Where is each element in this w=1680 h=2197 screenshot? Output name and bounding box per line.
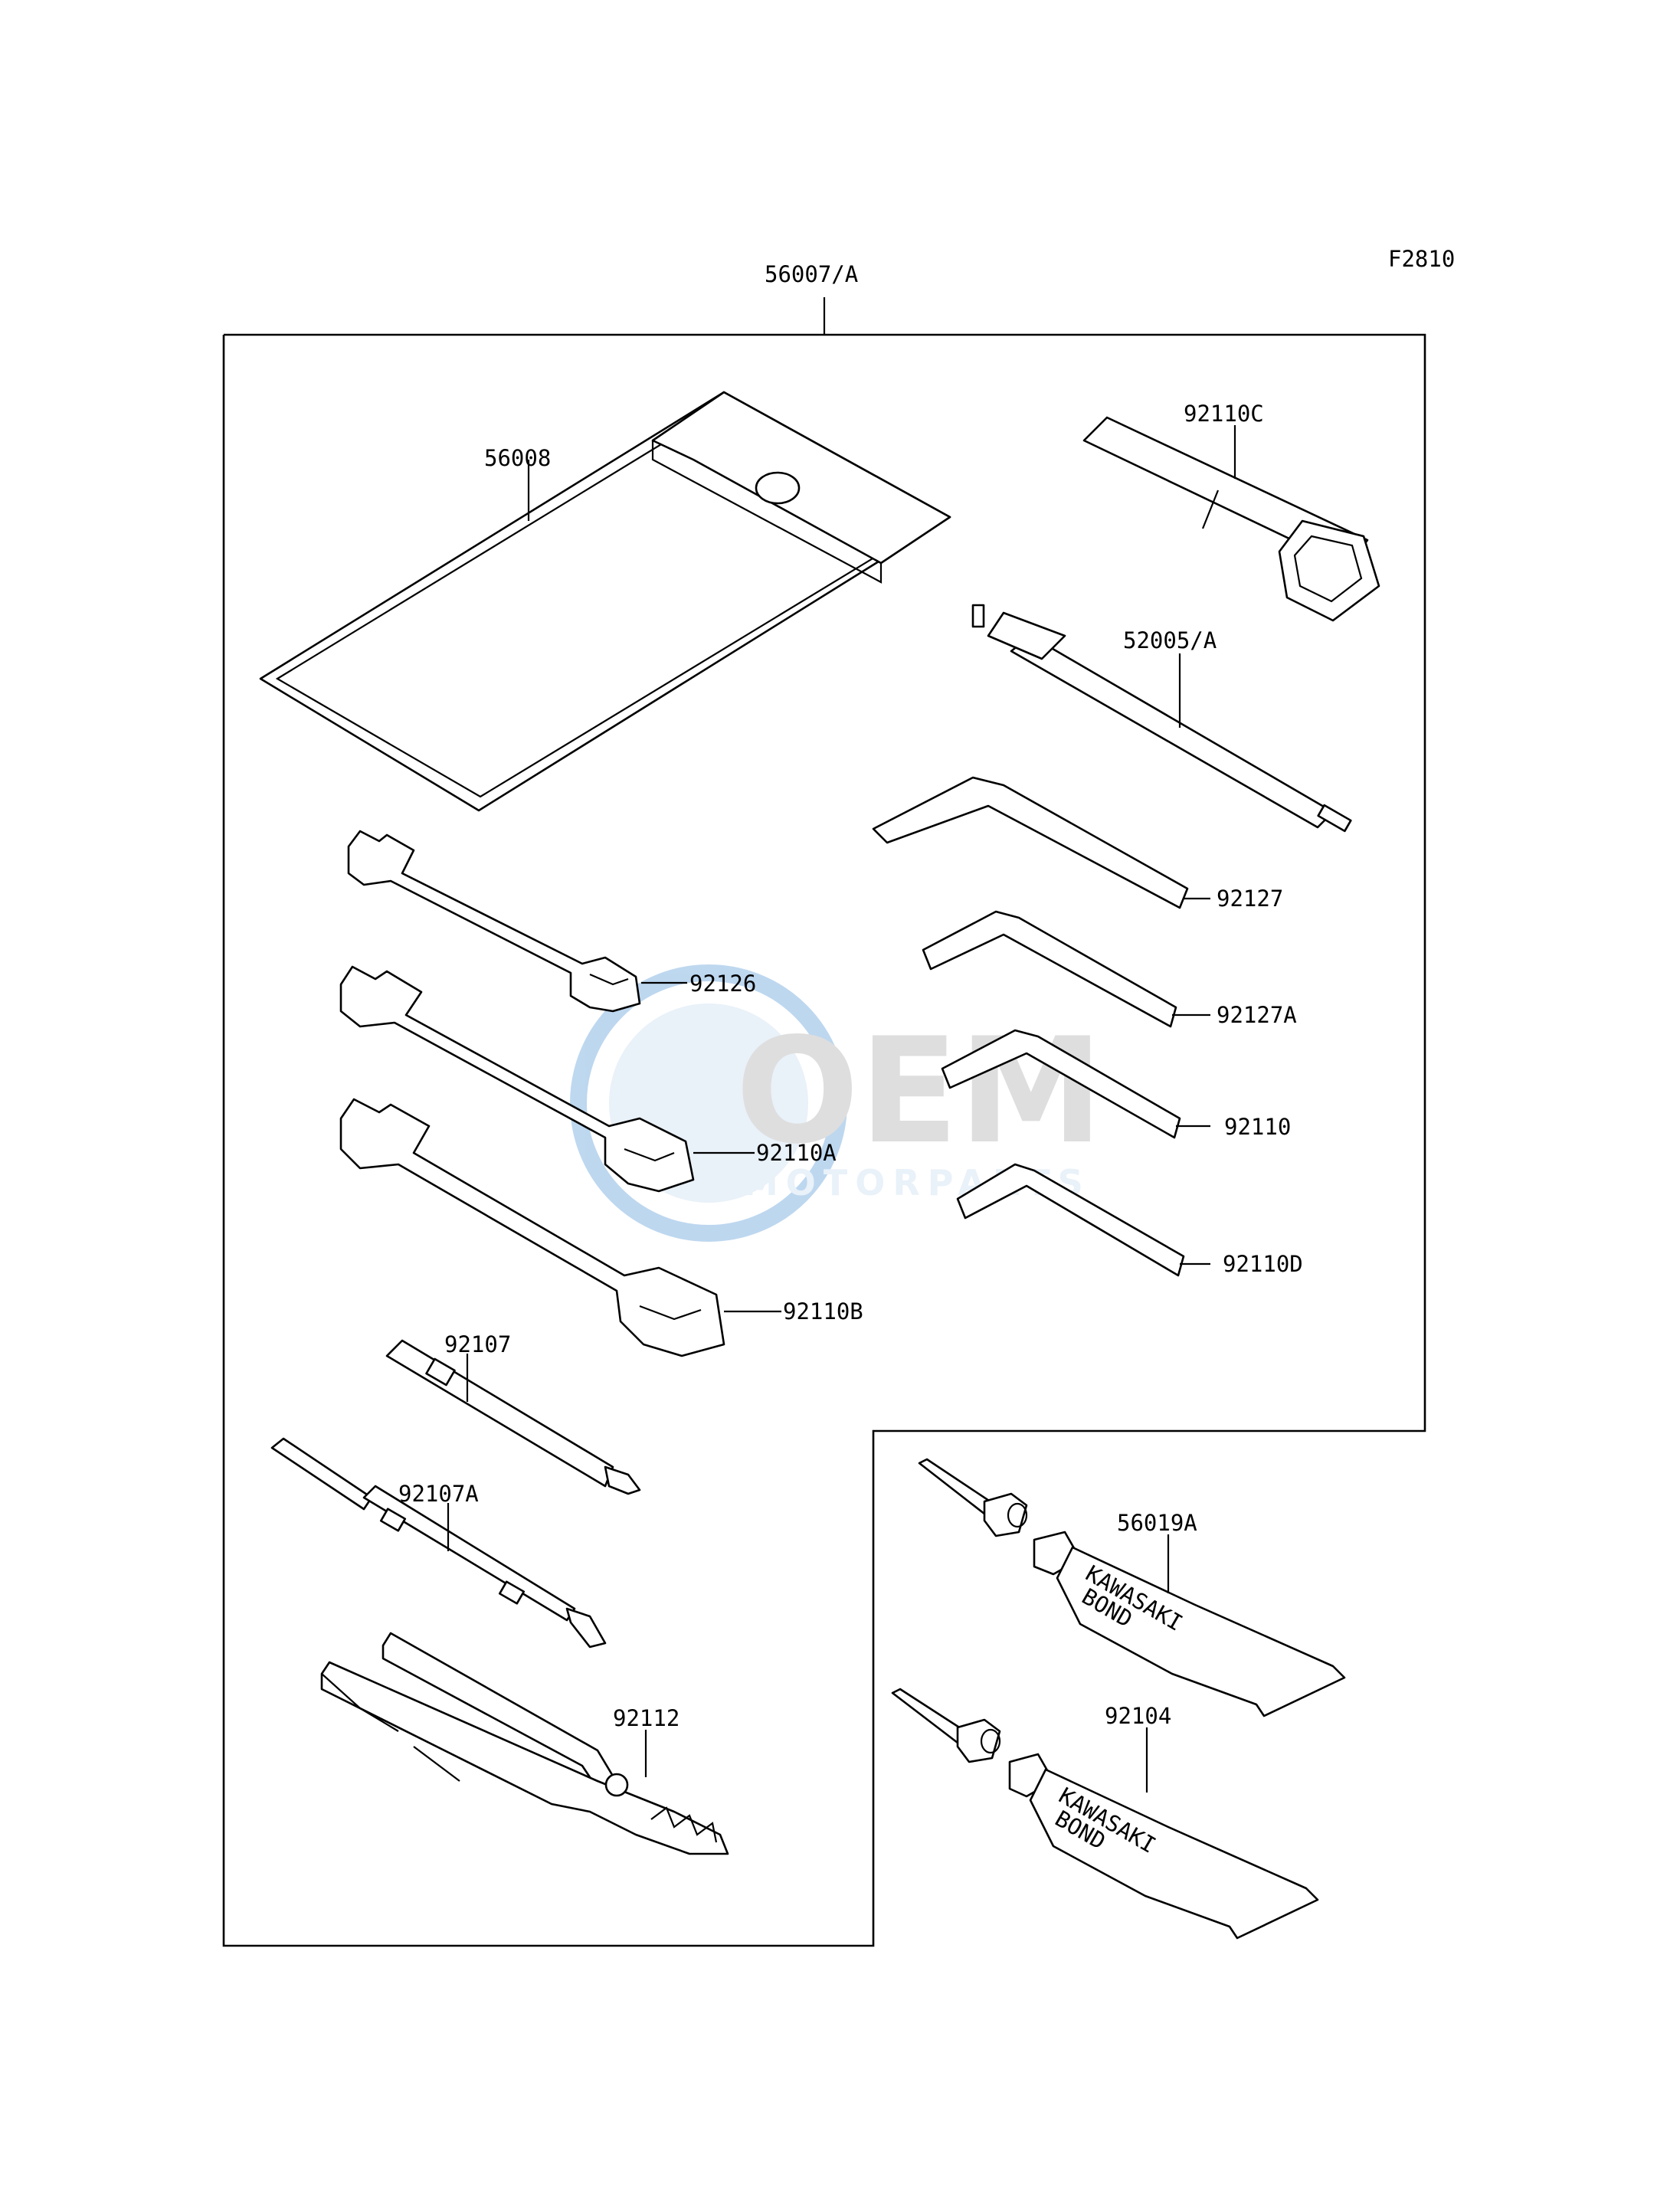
- wrench-1-drawing: [347, 830, 641, 1013]
- label-bond-1[interactable]: 56019A: [1117, 1510, 1197, 1536]
- watermark-brand: OEM: [735, 1007, 1103, 1176]
- hex-key-4-drawing: [956, 1163, 1185, 1277]
- plug-wrench-drawing: [1082, 416, 1380, 622]
- figure-code: F2810: [1388, 246, 1455, 272]
- hex-key-3-drawing: [941, 1029, 1181, 1139]
- screwdriver-drawing: [270, 1437, 607, 1649]
- wrench-2-drawing: [339, 965, 695, 1193]
- label-hex-key-3[interactable]: 92110: [1224, 1114, 1291, 1140]
- pouch-drawing: [259, 391, 951, 812]
- bond-2-drawing: KAWASAKI BOND: [891, 1688, 1319, 1940]
- label-gauge[interactable]: 52005/A: [1123, 627, 1217, 653]
- label-plug-wrench[interactable]: 92110C: [1184, 401, 1264, 427]
- label-pouch[interactable]: 56008: [484, 445, 551, 471]
- label-wrench-1[interactable]: 92126: [689, 971, 756, 997]
- label-pliers[interactable]: 92112: [613, 1705, 680, 1731]
- hex-key-2-drawing: [922, 910, 1177, 1028]
- screwdriver-bit-drawing: [385, 1339, 641, 1495]
- gauge-drawing: [971, 604, 1352, 833]
- watermark-logo: OEM MOTORPARTS: [570, 964, 1103, 1242]
- label-hex-key-2[interactable]: 92127A: [1217, 1002, 1297, 1028]
- wrench-3-drawing: [339, 1098, 725, 1357]
- label-hex-key-1[interactable]: 92127: [1217, 886, 1283, 912]
- hex-key-1-drawing: [872, 776, 1189, 909]
- label-bond-2[interactable]: 92104: [1105, 1703, 1171, 1729]
- bond-1-drawing: KAWASAKI BOND: [918, 1458, 1346, 1717]
- kit-frame: [222, 297, 1426, 1947]
- label-wrench-2[interactable]: 92110A: [756, 1140, 837, 1166]
- label-kit[interactable]: 56007/A: [765, 261, 858, 287]
- label-wrench-3[interactable]: 92110B: [783, 1298, 863, 1324]
- pliers-drawing: [320, 1632, 729, 1855]
- label-screwdriver-bit[interactable]: 92107: [444, 1331, 511, 1357]
- label-screwdriver[interactable]: 92107A: [398, 1481, 479, 1507]
- label-hex-key-4[interactable]: 92110D: [1223, 1251, 1303, 1277]
